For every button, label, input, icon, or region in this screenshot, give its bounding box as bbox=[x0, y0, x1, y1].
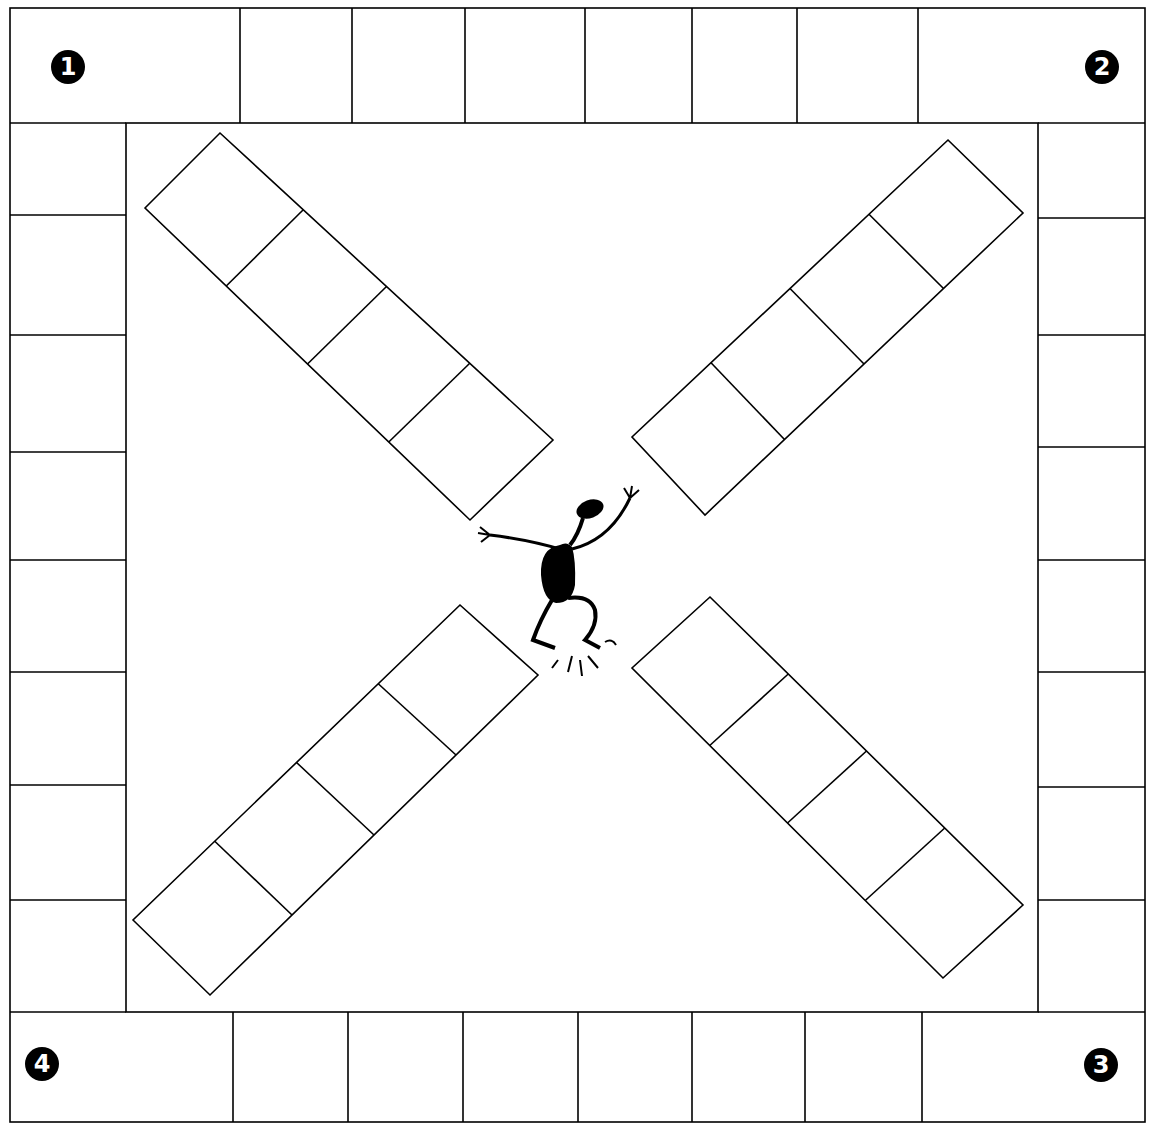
home-lane-divider bbox=[865, 828, 945, 901]
track-cell-divider bbox=[1038, 671, 1145, 673]
track-cell-divider bbox=[1038, 786, 1145, 788]
corner-number: 4 bbox=[34, 1052, 51, 1076]
track-cell-divider bbox=[347, 1012, 349, 1122]
home-lane-divider bbox=[710, 674, 789, 746]
home-lane bbox=[133, 605, 538, 995]
track-cell-divider bbox=[351, 8, 353, 123]
home-lane bbox=[632, 140, 1023, 515]
home-lane-divider bbox=[308, 287, 387, 365]
track-cell-divider bbox=[691, 1012, 693, 1122]
corner-number: 3 bbox=[1093, 1053, 1110, 1077]
home-lane-divider bbox=[226, 210, 303, 286]
home-lane-divider bbox=[869, 214, 944, 288]
home-lane bbox=[632, 597, 1023, 978]
track-line bbox=[1038, 1011, 1145, 1013]
track-line bbox=[10, 122, 126, 124]
track-cell-divider bbox=[917, 8, 919, 123]
corner-number-badge: 1 bbox=[51, 50, 85, 84]
track-cell-divider bbox=[10, 784, 126, 786]
home-lane-divider bbox=[389, 363, 470, 442]
home-lane-divider bbox=[711, 363, 785, 440]
corner-number-badge: 2 bbox=[1085, 50, 1119, 84]
track-cell-divider bbox=[796, 8, 798, 123]
track-cell-divider bbox=[1038, 334, 1145, 336]
home-lane bbox=[145, 133, 553, 520]
track-cell-divider bbox=[921, 1012, 923, 1122]
track-cell-divider bbox=[584, 8, 586, 123]
track-cell-divider bbox=[691, 8, 693, 123]
track-cell-divider bbox=[462, 1012, 464, 1122]
track-cell-divider bbox=[577, 1012, 579, 1122]
track-cell-divider bbox=[1038, 446, 1145, 448]
track-cell-divider bbox=[232, 1012, 234, 1122]
track-line bbox=[1038, 122, 1145, 124]
track-cell-divider bbox=[1038, 899, 1145, 901]
track-cell-divider bbox=[10, 214, 126, 216]
jumping-figure bbox=[478, 486, 639, 676]
track-cell-divider bbox=[10, 671, 126, 673]
home-lane-divider bbox=[378, 684, 456, 755]
track-cell-divider bbox=[10, 451, 126, 453]
corner-number-badge: 4 bbox=[25, 1047, 59, 1081]
home-lane-divider bbox=[790, 289, 864, 365]
board-inner-border bbox=[126, 123, 1038, 1012]
corner-number: 2 bbox=[1094, 55, 1111, 79]
track-cell-divider bbox=[10, 559, 126, 561]
corner-number: 1 bbox=[60, 55, 77, 79]
track-cell-divider bbox=[1038, 559, 1145, 561]
track-cell-divider bbox=[10, 899, 126, 901]
track-cell-divider bbox=[804, 1012, 806, 1122]
track-line bbox=[10, 1011, 126, 1013]
track-cell-divider bbox=[239, 8, 241, 123]
track-cell-divider bbox=[464, 8, 466, 123]
home-lane-divider bbox=[297, 763, 375, 836]
track-cell-divider bbox=[1038, 217, 1145, 219]
board-outer-border bbox=[10, 8, 1145, 1122]
home-lane-divider bbox=[215, 841, 292, 915]
track-cell-divider bbox=[10, 334, 126, 336]
home-lane-divider bbox=[788, 751, 867, 823]
corner-number-badge: 3 bbox=[1084, 1048, 1118, 1082]
